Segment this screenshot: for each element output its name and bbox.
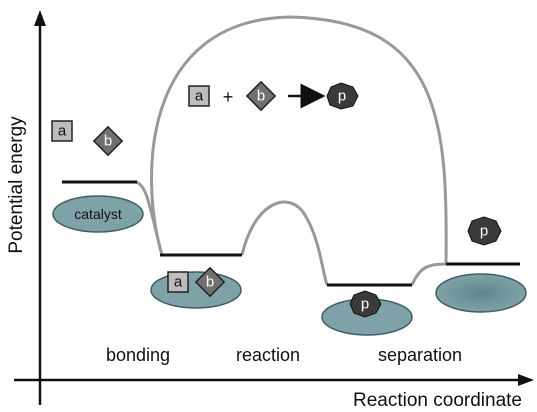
- stage-label-bonding: bonding: [106, 345, 170, 365]
- y-axis-label: Potential energy: [6, 116, 27, 254]
- catalyst-initial: catalyst: [52, 195, 144, 233]
- svg-text:b: b: [104, 133, 112, 150]
- x-axis-label: Reaction coordinate: [353, 390, 522, 411]
- y-axis-arrow: [34, 10, 46, 26]
- equation-molecule-b: b: [245, 80, 277, 112]
- equation-plus: +: [223, 87, 234, 107]
- molecule-p-separation: p: [349, 290, 382, 318]
- svg-text:p: p: [338, 88, 346, 105]
- svg-text:a: a: [195, 88, 204, 105]
- svg-text:a: a: [174, 274, 183, 291]
- svg-text:catalyst: catalyst: [74, 206, 122, 222]
- stage-label-separation: separation: [378, 345, 462, 365]
- molecule-b-bonded: b: [194, 266, 226, 298]
- equation-molecule-a: a: [188, 85, 210, 107]
- stage-label-reaction: reaction: [236, 345, 300, 365]
- svg-text:b: b: [206, 274, 214, 291]
- x-axis-arrow: [518, 374, 534, 386]
- molecule-a-bonded: a: [167, 271, 189, 293]
- svg-text:a: a: [58, 123, 67, 140]
- molecule-b-initial: b: [92, 125, 124, 157]
- reaction-equation: a + b p: [188, 80, 359, 112]
- energy-curve: [135, 15, 448, 286]
- svg-text:p: p: [361, 296, 369, 313]
- molecule-p-final: p: [467, 216, 502, 246]
- svg-text:b: b: [257, 88, 265, 105]
- catalyst-bonding: [150, 271, 242, 309]
- equation-molecule-p: p: [326, 82, 359, 110]
- molecule-a-initial: a: [51, 120, 73, 142]
- svg-text:p: p: [480, 223, 488, 240]
- catalyst-final: [435, 273, 527, 313]
